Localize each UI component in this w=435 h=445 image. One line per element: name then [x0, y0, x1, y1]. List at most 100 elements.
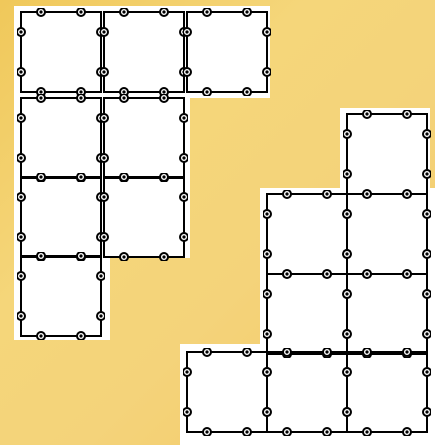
tile-knob-center [345, 292, 348, 295]
tile-knob-center [325, 272, 328, 275]
tile-knob-center [79, 10, 82, 13]
tile-knob-center [122, 175, 125, 178]
tile-knob-center [325, 430, 328, 433]
tile-knob-center [102, 156, 105, 159]
tile-knob-center [265, 252, 268, 255]
tile [343, 110, 431, 198]
tile-knob-center [425, 212, 428, 215]
tile [183, 8, 271, 96]
tile-outline [100, 173, 188, 261]
tile-outline [183, 8, 271, 96]
tile [100, 173, 188, 261]
tile-knob-center [325, 350, 328, 353]
tile-knob-center [79, 175, 82, 178]
tile-knob-center [182, 235, 185, 238]
tile-knob-center [19, 156, 22, 159]
tile-knob-center [345, 332, 348, 335]
tile-outline [343, 270, 431, 358]
tile-knob-center [205, 430, 208, 433]
tile-knob-center [185, 70, 188, 73]
tile-knob-center [425, 292, 428, 295]
tile-knob-center [365, 272, 368, 275]
tile-knob-center [102, 30, 105, 33]
tile-outline [17, 173, 105, 261]
tile-knob-center [365, 112, 368, 115]
tile-knob-center [39, 96, 42, 99]
tile-knob-center [265, 70, 268, 73]
tile [17, 94, 105, 182]
tile [100, 94, 188, 182]
tile-outline [17, 94, 105, 182]
tile [100, 8, 188, 96]
tile-knob-center [345, 252, 348, 255]
tile-knob-center [205, 350, 208, 353]
tile-knob-center [205, 90, 208, 93]
tile [263, 270, 351, 358]
tile-knob-center [162, 96, 165, 99]
tile-outline [183, 348, 271, 436]
tile-outline [17, 252, 105, 340]
tile-knob-center [79, 96, 82, 99]
tile-outline [263, 270, 351, 358]
tile-outline [343, 110, 431, 198]
tile-knob-center [245, 430, 248, 433]
tile [17, 252, 105, 340]
tile [17, 173, 105, 261]
tile-knob-center [425, 132, 428, 135]
tile [263, 190, 351, 278]
tile-knob-center [245, 90, 248, 93]
tile-knob-center [265, 370, 268, 373]
tile-knob-center [425, 370, 428, 373]
tile-knob-center [285, 192, 288, 195]
tile-outline [263, 190, 351, 278]
tile-knob-center [425, 332, 428, 335]
tile-knob-center [99, 274, 102, 277]
tile-knob-center [122, 96, 125, 99]
tile-knob-center [19, 274, 22, 277]
tile [183, 348, 271, 436]
tile-knob-center [405, 272, 408, 275]
tile-knob-center [182, 116, 185, 119]
tile-knob-center [182, 156, 185, 159]
tile-knob-center [205, 10, 208, 13]
tile-knob-center [265, 410, 268, 413]
tile-knob-center [365, 192, 368, 195]
tile [343, 190, 431, 278]
tile-knob-center [285, 350, 288, 353]
tile-knob-center [162, 175, 165, 178]
tile-outline [263, 348, 351, 436]
tile-knob-center [405, 112, 408, 115]
tile-knob-center [19, 70, 22, 73]
tile [17, 8, 105, 96]
tile-knob-center [345, 212, 348, 215]
tile-knob-center [122, 10, 125, 13]
tile-knob-center [425, 410, 428, 413]
tile-knob-center [79, 254, 82, 257]
tile-knob-center [245, 10, 248, 13]
tile-knob-center [162, 10, 165, 13]
tile-knob-center [99, 314, 102, 317]
tile-knob-center [39, 10, 42, 13]
tile-knob-center [19, 30, 22, 33]
tile-knob-center [185, 30, 188, 33]
tile-knob-center [19, 235, 22, 238]
tile-knob-center [185, 370, 188, 373]
tile-knob-center [345, 132, 348, 135]
tile-knob-center [405, 192, 408, 195]
tile-knob-center [162, 255, 165, 258]
tile-outline [17, 8, 105, 96]
tile-knob-center [39, 254, 42, 257]
tile-knob-center [39, 175, 42, 178]
tile [343, 348, 431, 436]
tile-outline [343, 190, 431, 278]
tile-knob-center [265, 292, 268, 295]
tile [343, 270, 431, 358]
tile [263, 348, 351, 436]
tile-knob-center [19, 116, 22, 119]
tile-knob-center [345, 410, 348, 413]
tile-knob-center [19, 195, 22, 198]
tile-knob-center [182, 195, 185, 198]
tile-knob-center [185, 410, 188, 413]
tile-knob-center [265, 30, 268, 33]
